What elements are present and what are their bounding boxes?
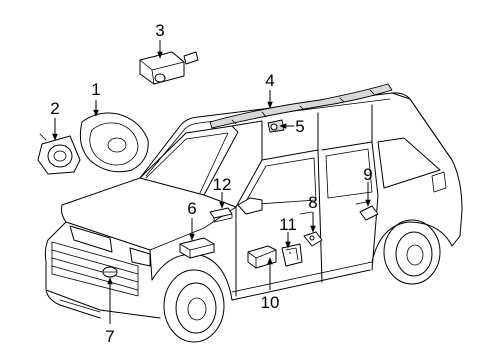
front-seat-side-airbag [247,245,277,269]
callout-2: 2 [50,99,59,118]
callout-9: 9 [363,165,372,184]
callout-6: 6 [187,199,196,218]
callout-11: 11 [279,215,297,234]
vehicle-body [44,92,463,343]
airbag-sensor-assembly [179,237,215,259]
front-airbag-sensor [102,266,118,278]
side-airbag-sensor [303,231,323,247]
callout-7: 7 [105,327,114,346]
callout-3: 3 [155,21,164,40]
spiral-cable-clock-spring [37,133,81,175]
callout-8: 8 [308,193,317,212]
occupant-classification-ecu [281,243,303,267]
airbag-control-module [209,207,233,223]
passenger-airbag-module [139,51,199,85]
callout-leaders [52,40,371,324]
curtain-airbag-inflator [267,119,285,133]
rear-side-airbag-sensor [359,205,379,221]
driver-airbag-module [79,112,149,173]
callout-12: 12 [213,175,232,194]
callout-1: 1 [91,80,100,99]
curtain-shield-airbag [209,83,393,129]
callout-10: 10 [261,293,280,312]
callout-4: 4 [265,71,274,90]
callout-5: 5 [295,117,304,136]
